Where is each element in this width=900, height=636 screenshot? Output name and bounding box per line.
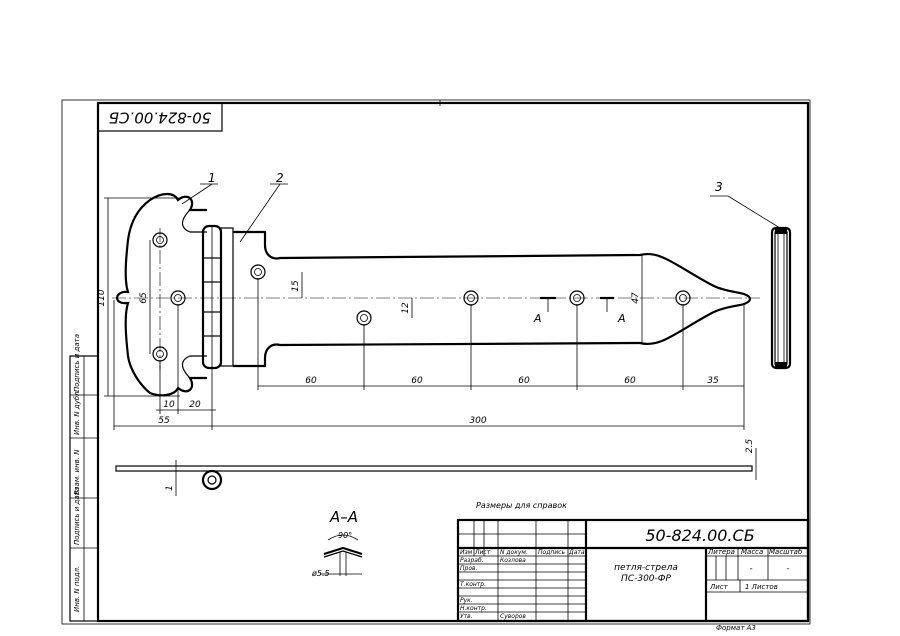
dim-gap: 1 [165, 485, 175, 491]
pin-side-view [770, 226, 792, 370]
leaf-outline [116, 192, 207, 397]
tb-hdr-scale: Масштаб [769, 548, 803, 556]
hinge-plan-view: А А [112, 192, 760, 397]
tb-hdr-mass: Масса [741, 548, 763, 556]
tb-hdr-list: Лист [474, 549, 491, 556]
document-title-2: ПС-300-ФР [621, 574, 671, 584]
stamp-label-4: Инв. N дубл. [73, 389, 81, 435]
dim-55: 55 [158, 416, 170, 426]
document-code: 50-824.00.СБ [645, 526, 754, 545]
tb-name-approve: Суворов [500, 613, 526, 620]
dim-thickness: 2.5 [745, 439, 755, 454]
dim-10: 10 [163, 400, 175, 410]
dim-15: 15 [291, 280, 301, 292]
section-mark-left: А [533, 312, 542, 325]
strap-outline [233, 230, 752, 368]
reference-note: Размеры для справок [476, 501, 567, 510]
tb-name-dev: Козлова [500, 557, 526, 564]
dim-12: 12 [401, 302, 411, 314]
tb-hdr-doc: N докум. [500, 549, 528, 556]
tb-role-head: Рук. [460, 597, 473, 604]
dim-65: 65 [139, 292, 149, 304]
tb-sheet: Лист [709, 583, 729, 591]
section-angle: 90° [338, 531, 352, 540]
tb-role-dev: Разраб. [460, 557, 484, 564]
section-label: А–А [329, 508, 358, 526]
document-title: петля-стрела [614, 563, 678, 573]
dim-110: 110 [97, 289, 107, 306]
section-mark-right: А [617, 312, 626, 325]
hole [356, 310, 372, 326]
stamp-label-1: Инв. N подл. [73, 566, 81, 612]
tb-role-check: Пров. [460, 565, 478, 572]
stamp-label-3: Взам. инв. N [73, 449, 81, 495]
dim-47: 47 [631, 292, 641, 304]
tb-role-ncontr: Н.контр. [460, 605, 487, 612]
title-block: Изм Лист N докум. Подпись Дата Разраб. К… [456, 518, 810, 623]
section-diameter: ø5.5 [311, 569, 330, 578]
dim-span-3: 60 [518, 376, 530, 386]
rotated-code-box: 50-824.00.СБ [97, 102, 223, 132]
tb-hdr-date: Дата [568, 549, 585, 556]
tb-sheets: 1 Листов [745, 583, 778, 591]
callout-2: 2 [276, 171, 284, 185]
tb-scale-value: - [786, 564, 789, 574]
tb-mass-value: - [749, 564, 752, 574]
dim-20: 20 [189, 400, 201, 410]
side-stamp: Инв. N подл. Подпись и дата Взам. инв. N… [69, 334, 99, 622]
dim-span-4: 60 [624, 376, 636, 386]
stamp-label-5: Подпись и дата [73, 334, 81, 392]
callout-3: 3 [715, 180, 723, 194]
dim-300: 300 [469, 416, 486, 426]
stamp-label-2: Подпись и дата [73, 487, 81, 545]
rotated-code: 50-824.00.СБ [109, 109, 212, 127]
section-aa: А–А 90° ø5.5 [311, 508, 363, 578]
tb-hdr-izm: Изм [460, 549, 473, 556]
hole [152, 232, 168, 248]
tb-hdr-literal: Литера [707, 548, 735, 556]
sheet-trim [61, 99, 811, 625]
dim-span-1: 60 [305, 376, 317, 386]
callout-1: 1 [208, 171, 216, 185]
tb-role-approve: Утв. [460, 613, 473, 620]
dimensions: 110 65 15 12 47 60 60 60 60 35 10 20 [97, 197, 745, 430]
tb-role-tcontr: Т.контр. [460, 581, 486, 588]
hole [250, 264, 266, 280]
dim-span-5: 35 [707, 376, 719, 386]
format-label: Формат А3 [716, 624, 756, 632]
leaf-scallop [181, 209, 207, 379]
tb-hdr-sign: Подпись [538, 549, 565, 556]
callouts: 1 2 3 [181, 171, 781, 243]
dim-span-2: 60 [411, 376, 423, 386]
edge-view: 1 2.5 [115, 439, 757, 496]
